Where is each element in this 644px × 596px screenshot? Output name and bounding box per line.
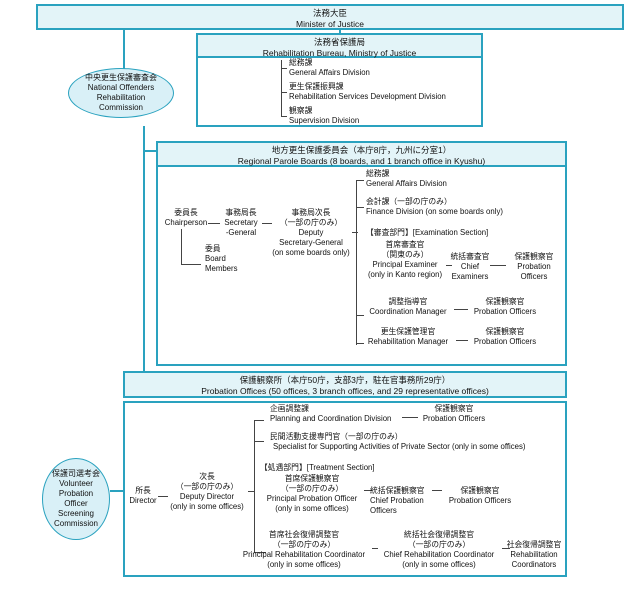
office-tick-deputy [248, 491, 254, 492]
office-specialist: 民間活動支援専門官（一部の庁のみ） Specialist for Support… [270, 432, 526, 451]
parole-finance-division: 会計課（一部の庁のみ）Finance Division (on some boa… [366, 197, 503, 216]
bureau-tick-2 [281, 92, 287, 93]
parole-tick-fin [356, 207, 364, 208]
commission-oval: 中央更生保護審査会 National Offenders Rehabilitat… [68, 68, 174, 118]
office-tick-prc [254, 552, 266, 553]
bureau-tick-1 [281, 68, 287, 69]
line-director-deputy [158, 496, 168, 497]
line-secgen-deputy [262, 223, 272, 224]
bureau-division-line [281, 60, 282, 117]
volunteer-screening-oval: 保護司選考会 Volunteer Probation Officer Scree… [42, 458, 110, 540]
line-coord-po [454, 309, 468, 310]
bureau-box: 法務省保護局 Rehabilitation Bureau, Ministry o… [196, 33, 483, 127]
office-principal-probation-officer: 首席保護観察官（一部の庁のみ） Principal Probation Offi… [266, 474, 358, 513]
offices-header-en: Probation Offices (50 offices, 3 branch … [201, 385, 489, 396]
parole-tick-gad [356, 180, 364, 181]
probation-offices-box [123, 401, 567, 577]
parole-division-line [356, 180, 357, 345]
line-principal-chief [446, 265, 452, 266]
line-members-tick [181, 264, 201, 265]
line-rehab-po [456, 340, 468, 341]
line-crc-rc [502, 548, 510, 549]
office-principal-rehab-coordinator: 首席社会復帰調整官（一部の庁のみ） Principal Rehabilitati… [242, 530, 366, 569]
connector-offices-volunteer [110, 490, 124, 492]
bureau-tick-3 [281, 116, 287, 117]
connector-bureau-spine [143, 126, 145, 372]
parole-header-en: Regional Parole Boards (8 boards, and 1 … [237, 155, 486, 166]
connector-minister-bureau [339, 29, 341, 35]
bureau-ja: 法務省保護局 [313, 37, 365, 47]
parole-tick-rehab [356, 343, 364, 344]
minister-en: Minister of Justice [295, 18, 365, 29]
minister-ja: 法務大臣 [312, 8, 347, 18]
office-treatment-section-label: 【処遇部門】[Treatment Section] [260, 463, 375, 472]
parole-tick-coord [356, 315, 364, 316]
connector-spine-parole [143, 150, 157, 152]
parole-principal-examiner: 首席審査官（関東のみ） Principal Examiner(only in K… [367, 240, 443, 279]
minister-box: 法務大臣 Minister of Justice [36, 4, 624, 30]
parole-boards-box: 地方更生保護委員会（本庁8庁，九州に分室1） Regional Parole B… [156, 141, 567, 366]
line-prc-crc [372, 548, 378, 549]
office-tick-specialist [254, 441, 264, 442]
office-division-line [254, 420, 255, 552]
line-ppo-cpo [364, 490, 372, 491]
parole-tick-deputy [352, 232, 358, 233]
line-chief-po [490, 265, 506, 266]
bureau-en: Rehabilitation Bureau, Ministry of Justi… [262, 47, 417, 58]
offices-header-ja: 保護観察所（本庁50庁，支部3庁，駐在官事務所29庁） [239, 375, 451, 385]
line-planning-po [402, 417, 418, 418]
line-cpo-po [432, 490, 442, 491]
connector-minister-commission [123, 29, 125, 70]
probation-offices-header-box: 保護観察所（本庁50庁，支部3庁，駐在官事務所29庁） Probation Of… [123, 371, 567, 398]
office-chief-rehab-coordinator: 統括社会復帰調整官（一部の庁のみ） Chief Rehabilitation C… [383, 530, 495, 569]
office-tick-planning [254, 420, 264, 421]
office-deputy-director: 次長（一部の庁のみ） Deputy Director(only in some … [170, 472, 244, 511]
parole-header-ja: 地方更生保護委員会（本庁8庁，九州に分室1） [271, 145, 452, 155]
line-chair-secgen [208, 223, 220, 224]
line-chair-members [181, 229, 182, 264]
parole-exam-section-label: 【審査部門】[Examination Section] [366, 228, 489, 237]
